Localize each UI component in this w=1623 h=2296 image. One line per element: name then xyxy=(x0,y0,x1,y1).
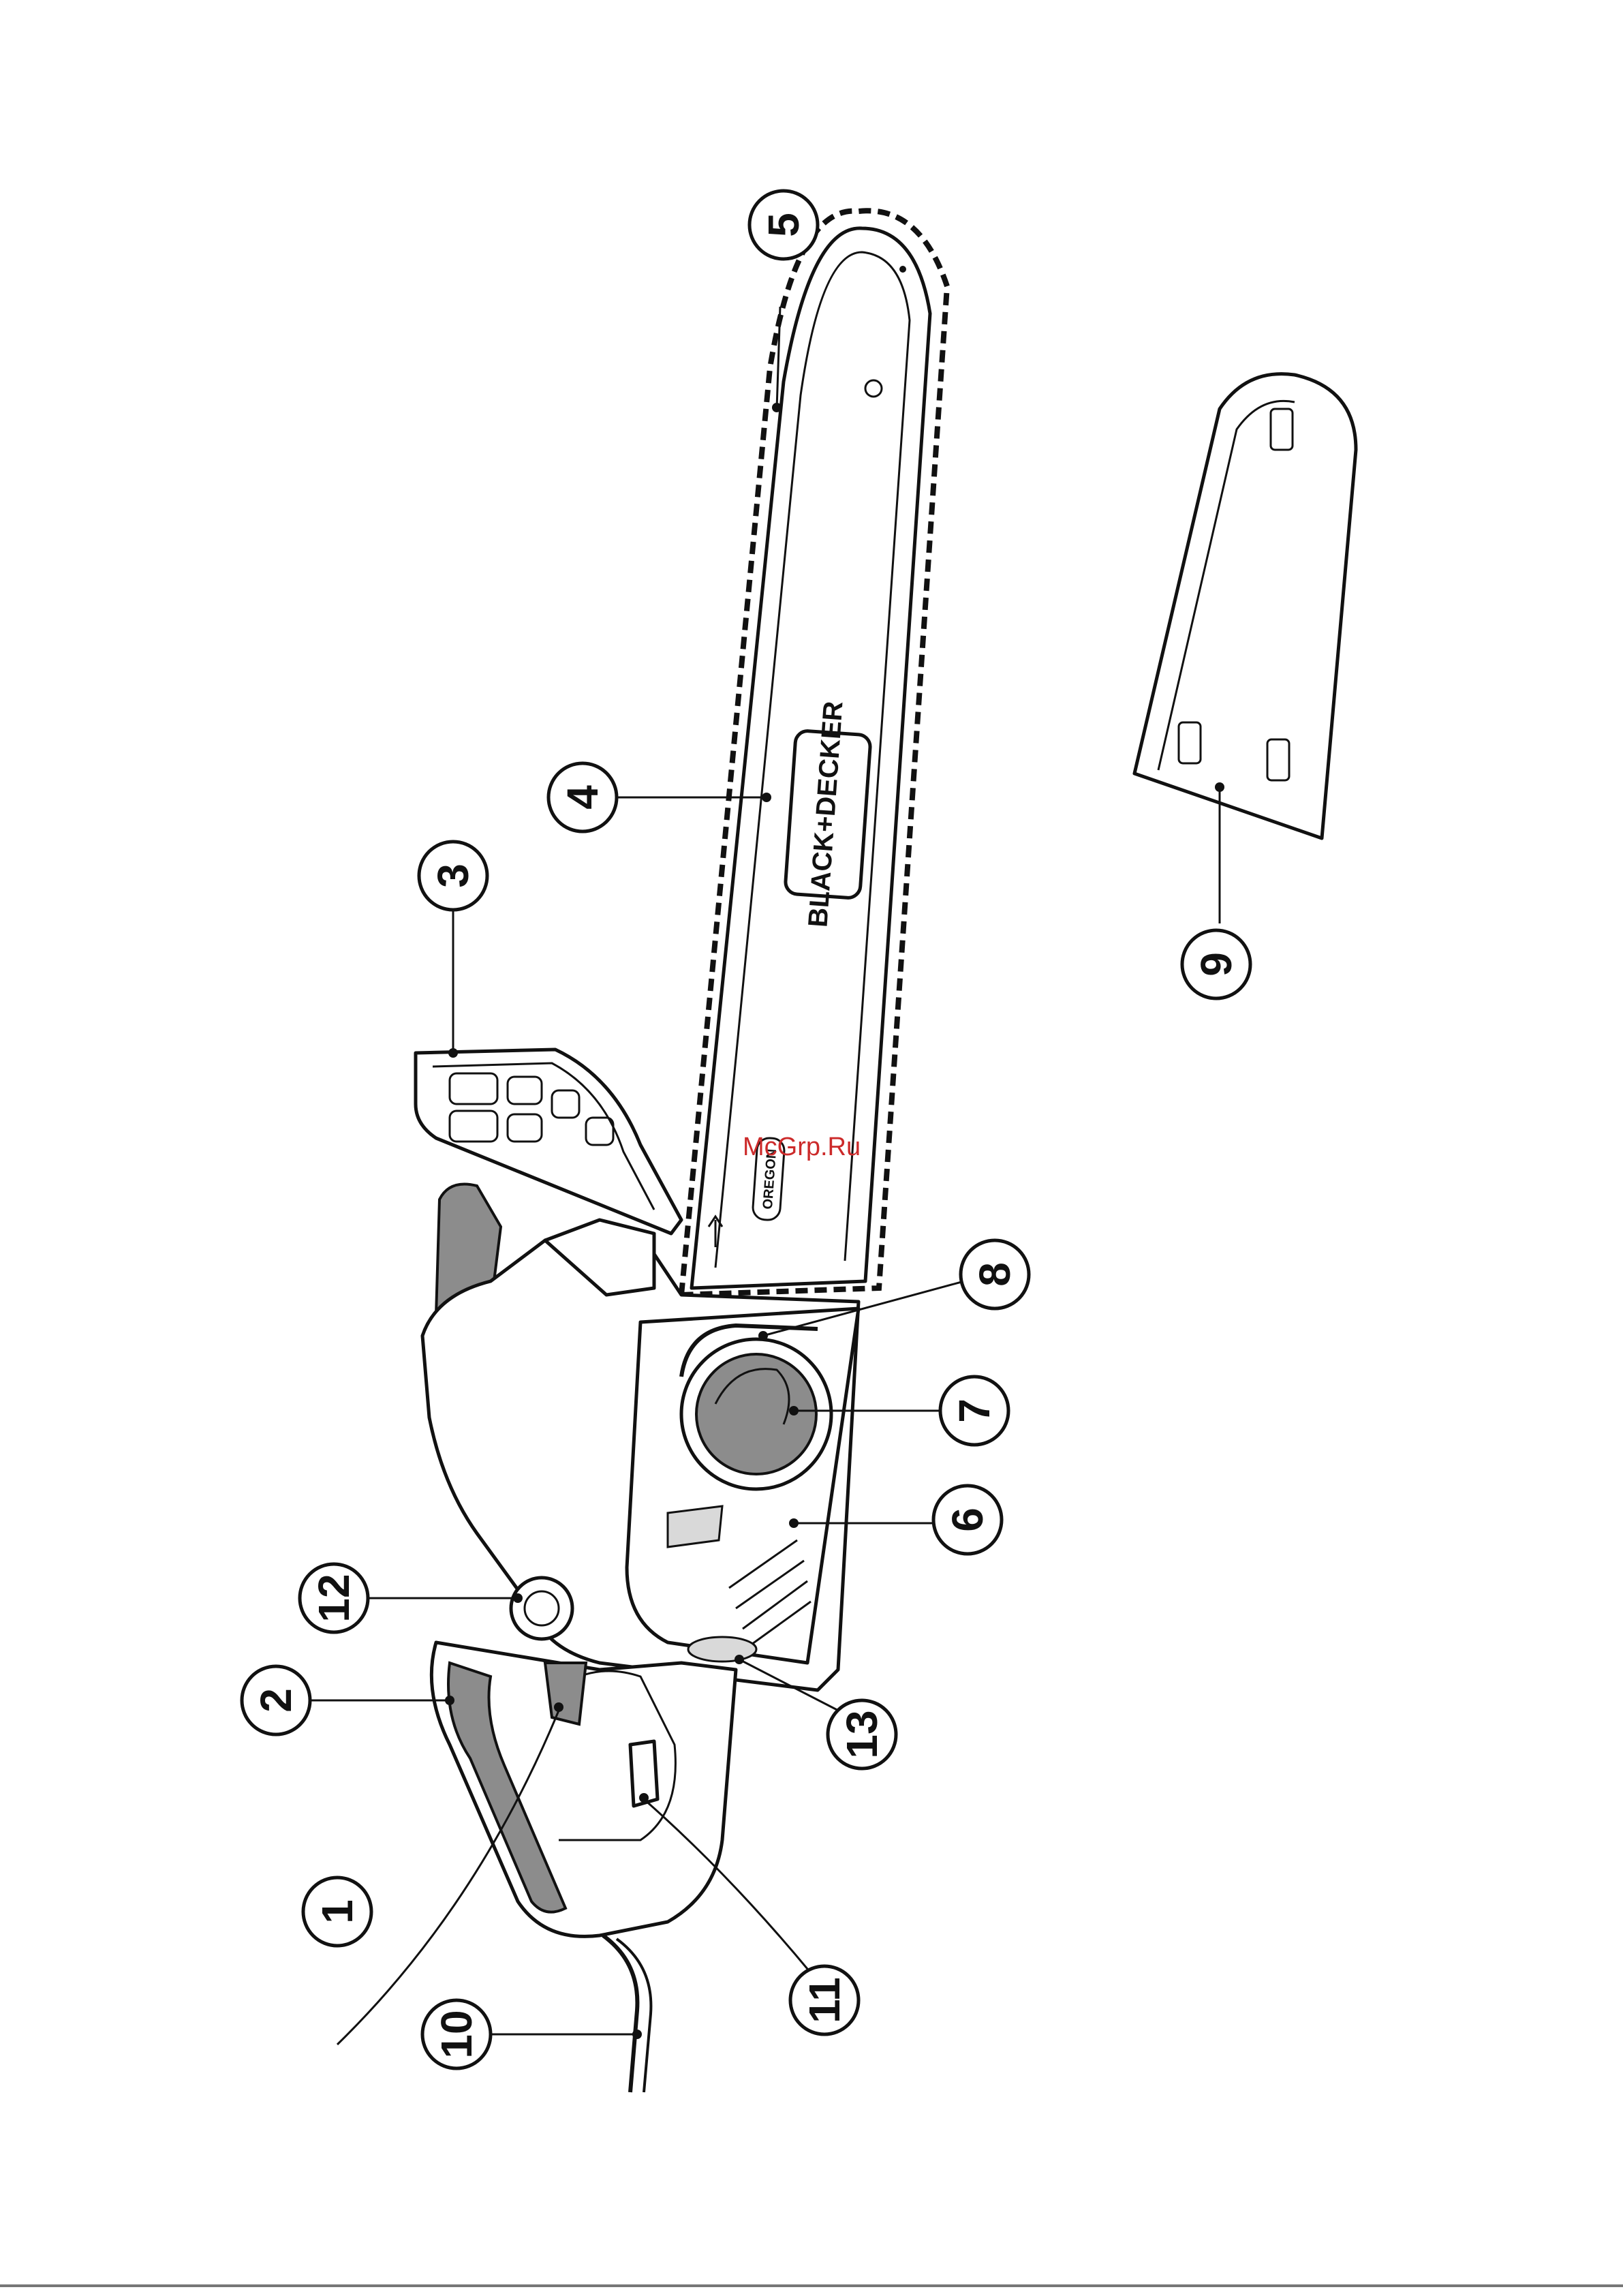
svg-text:7: 7 xyxy=(950,1398,999,1423)
svg-text:3: 3 xyxy=(429,863,478,888)
svg-text:6: 6 xyxy=(943,1507,992,1532)
callout-5: 5 xyxy=(749,191,818,259)
oil-level-indicator xyxy=(688,1637,756,1662)
callout-4: 4 xyxy=(548,763,617,831)
watermark: McGrp.Ru xyxy=(743,1133,861,1161)
svg-text:1: 1 xyxy=(313,1899,362,1924)
svg-text:8: 8 xyxy=(970,1262,1019,1287)
callout-11: 11 xyxy=(790,1966,859,2034)
svg-text:9: 9 xyxy=(1192,952,1241,977)
callout-1: 1 xyxy=(303,1878,371,1946)
callout-3: 3 xyxy=(419,842,487,910)
callout-10: 10 xyxy=(422,2000,491,2068)
callout-8: 8 xyxy=(961,1240,1029,1308)
svg-text:10: 10 xyxy=(432,2010,481,2058)
bar-cover xyxy=(1134,374,1356,838)
callout-2: 2 xyxy=(242,1666,310,1734)
svg-text:12: 12 xyxy=(309,1574,358,1622)
callout-7: 7 xyxy=(940,1377,1008,1445)
svg-text:11: 11 xyxy=(800,1977,849,2023)
motor-housing xyxy=(422,1220,859,1690)
callout-9: 9 xyxy=(1182,930,1250,998)
lock-off-button[interactable] xyxy=(545,1663,586,1724)
bottom-rule xyxy=(0,2284,1623,2287)
svg-text:13: 13 xyxy=(837,1710,886,1758)
svg-text:5: 5 xyxy=(759,213,808,237)
power-cord xyxy=(603,1935,637,2092)
callout-13: 13 xyxy=(828,1700,896,1769)
svg-text:2: 2 xyxy=(251,1688,300,1713)
callout-6: 6 xyxy=(933,1486,1002,1554)
callout-12: 12 xyxy=(300,1564,368,1632)
svg-text:4: 4 xyxy=(558,785,607,810)
oil-tank-cap[interactable] xyxy=(511,1578,572,1639)
